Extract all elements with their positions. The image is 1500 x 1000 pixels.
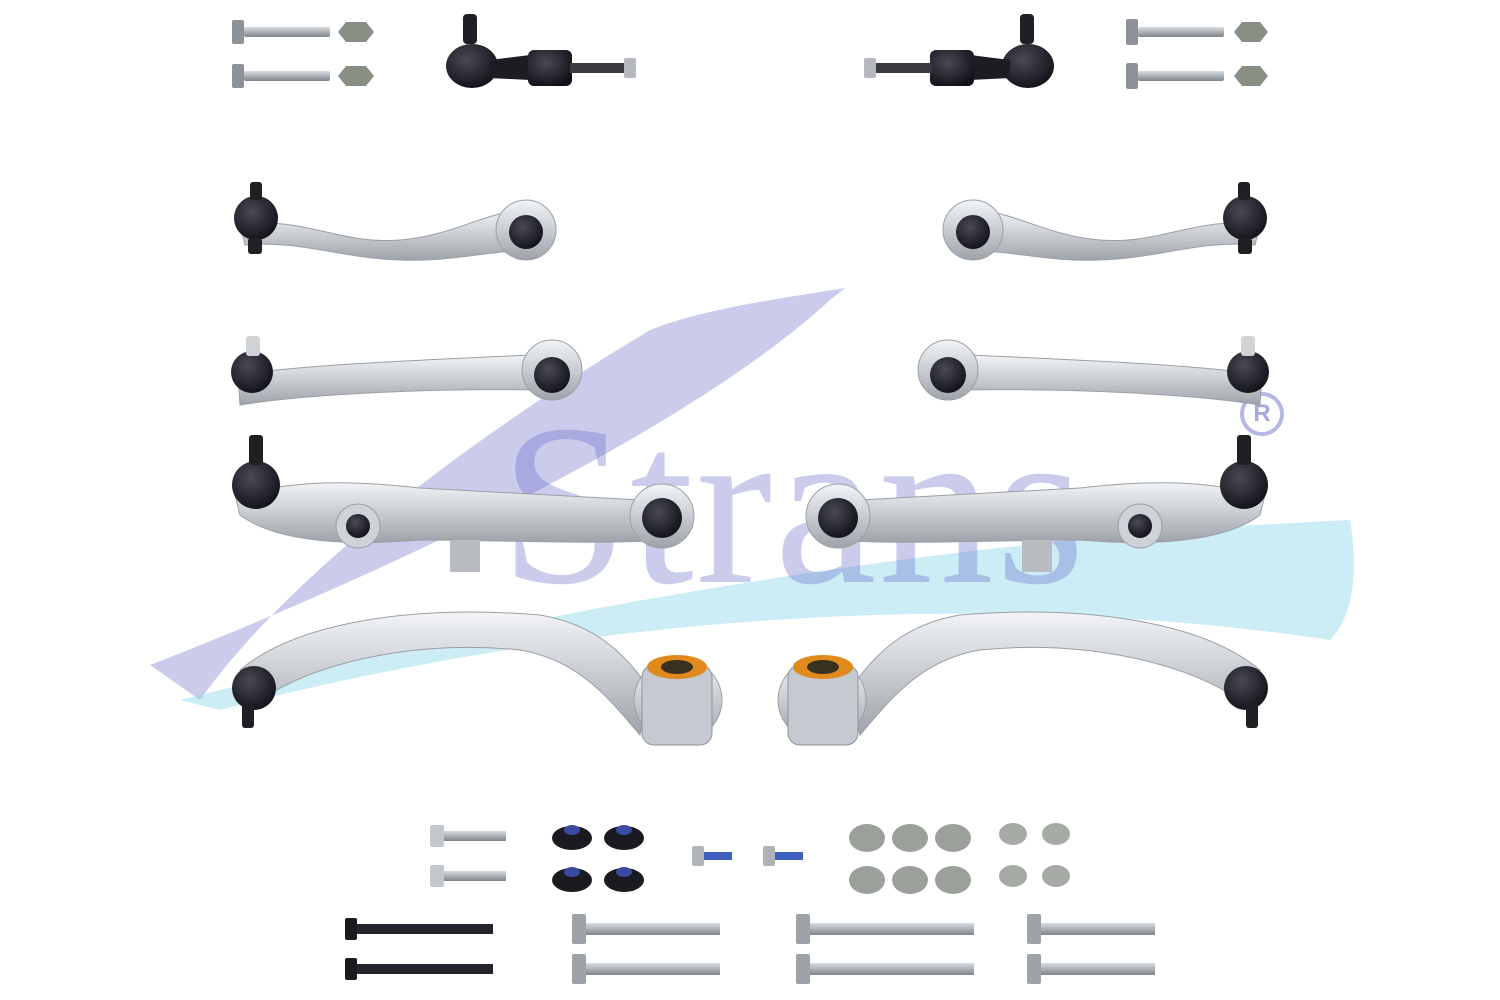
nut-top-left-1 [338, 22, 374, 42]
small-bolts [430, 825, 506, 887]
lock-nuts-black [552, 825, 644, 892]
registered-mark: R [1240, 392, 1284, 436]
short-screws [692, 846, 803, 866]
curved-arm-right [777, 611, 1268, 746]
bolt-top-left-1 [232, 20, 330, 44]
long-bolts-black [345, 918, 493, 980]
lower-arm-left [232, 435, 695, 572]
lower-arm-right [805, 435, 1268, 572]
upper-arm-right-1 [942, 182, 1267, 261]
upper-arm-left-1 [234, 182, 557, 261]
nut-top-right-2 [1234, 66, 1268, 86]
tie-rod-end-left [446, 14, 636, 88]
nut-top-right-1 [1234, 22, 1268, 42]
nut-top-left-2 [338, 66, 374, 86]
curved-arm-left [232, 611, 723, 746]
flange-nuts-grey [849, 823, 1070, 894]
bolt-top-left-2 [232, 64, 330, 88]
bolt-top-right-2 [1126, 63, 1224, 89]
tie-rod-end-right [864, 14, 1054, 88]
upper-arm-right-2 [917, 336, 1269, 406]
bolt-top-right-1 [1126, 19, 1224, 45]
long-bolts-steel [572, 914, 1155, 984]
upper-arm-left-2 [231, 336, 583, 406]
